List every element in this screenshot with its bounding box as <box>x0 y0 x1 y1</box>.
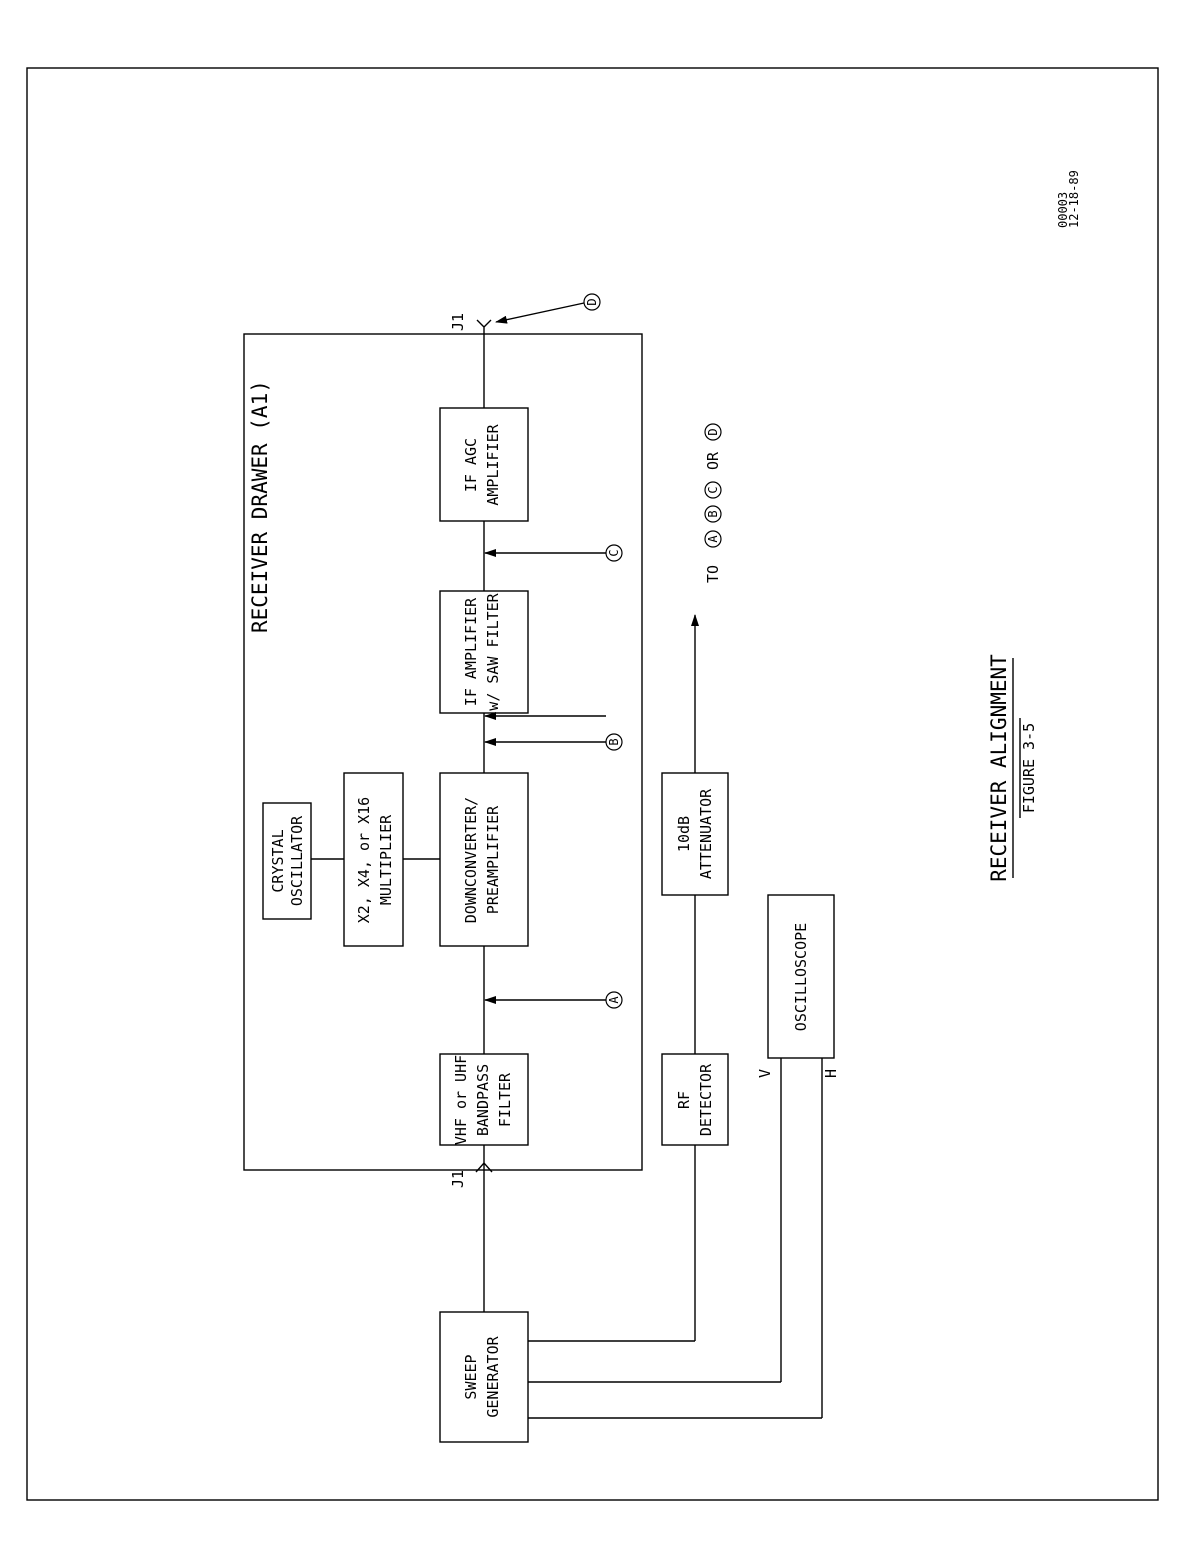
figure-title: RECEIVER ALIGNMENT <box>987 654 1011 882</box>
svg-text:GENERATOR: GENERATOR <box>484 1335 502 1417</box>
crystal-oscillator-block: CRYSTAL OSCILLATOR <box>263 803 311 919</box>
svg-text:OR: OR <box>704 451 722 470</box>
test-point-d: D <box>584 294 600 310</box>
bandpass-filter-block: VHF or UHF BANDPASS FILTER <box>440 1054 528 1145</box>
svg-text:FILTER: FILTER <box>496 1072 514 1127</box>
sweep-generator-block: SWEEP GENERATOR <box>440 1312 528 1442</box>
multiplier-block: X2, X4, or X16 MULTIPLIER <box>344 773 403 946</box>
if-agc-amplifier-block: IF AGC AMPLIFIER <box>440 408 528 521</box>
arrow-test-point-d <box>496 303 584 322</box>
svg-text:IF AMPLIFIER: IF AMPLIFIER <box>462 597 480 706</box>
svg-text:DOWNCONVERTER/: DOWNCONVERTER/ <box>462 797 480 923</box>
to-test-points-label: TO A B C OR D <box>704 424 722 583</box>
svg-text:C: C <box>607 549 621 556</box>
svg-text:OSCILLATOR: OSCILLATOR <box>288 815 306 906</box>
svg-text:C: C <box>706 486 720 493</box>
svg-text:RF: RF <box>675 1091 693 1109</box>
svg-text:10dB: 10dB <box>675 816 693 852</box>
j1-input-label: J1 <box>449 1170 467 1188</box>
svg-text:SWEEP: SWEEP <box>462 1354 480 1399</box>
attenuator-block: 10dB ATTENUATOR <box>662 773 728 895</box>
oscilloscope-block: OSCILLOSCOPE <box>768 895 834 1058</box>
svg-text:B: B <box>607 738 621 745</box>
test-point-b: B <box>485 734 622 750</box>
test-point-c: C <box>606 545 622 561</box>
if-amplifier-block: IF AMPLIFIER w/ SAW FILTER <box>440 591 528 713</box>
svg-text:VHF or UHF: VHF or UHF <box>452 1055 470 1145</box>
test-point-a: A <box>606 992 622 1008</box>
scope-input-v-label: V <box>756 1069 774 1078</box>
svg-text:DETECTOR: DETECTOR <box>697 1063 715 1136</box>
svg-text:CRYSTAL: CRYSTAL <box>269 829 287 892</box>
drawing-date: 12-18-89 <box>1067 170 1081 228</box>
j1-output-connector <box>477 320 491 334</box>
receiver-drawer-label: RECEIVER DRAWER (A1) <box>248 380 272 633</box>
svg-text:A: A <box>607 996 621 1004</box>
svg-text:AMPLIFIER: AMPLIFIER <box>484 423 502 505</box>
svg-text:MULTIPLIER: MULTIPLIER <box>377 814 395 905</box>
rf-detector-block: RF DETECTOR <box>662 1054 728 1145</box>
figure-number: FIGURE 3-5 <box>1020 723 1038 813</box>
svg-text:B: B <box>706 510 720 517</box>
svg-text:D: D <box>585 298 599 305</box>
downconverter-block: DOWNCONVERTER/ PREAMPLIFIER <box>440 773 528 946</box>
svg-text:ATTENUATOR: ATTENUATOR <box>697 788 715 879</box>
scope-input-h-label: H <box>822 1069 840 1078</box>
svg-text:X2, X4, or X16: X2, X4, or X16 <box>355 797 373 923</box>
svg-text:OSCILLOSCOPE: OSCILLOSCOPE <box>792 923 810 1031</box>
svg-text:w/ SAW FILTER: w/ SAW FILTER <box>484 592 502 710</box>
svg-text:D: D <box>706 428 720 435</box>
svg-text:IF AGC: IF AGC <box>462 438 480 492</box>
svg-text:A: A <box>706 535 720 543</box>
svg-text:PREAMPLIFIER: PREAMPLIFIER <box>484 805 502 914</box>
svg-text:TO: TO <box>704 565 722 583</box>
svg-text:BANDPASS: BANDPASS <box>474 1064 492 1136</box>
j1-output-label: J1 <box>449 313 467 331</box>
